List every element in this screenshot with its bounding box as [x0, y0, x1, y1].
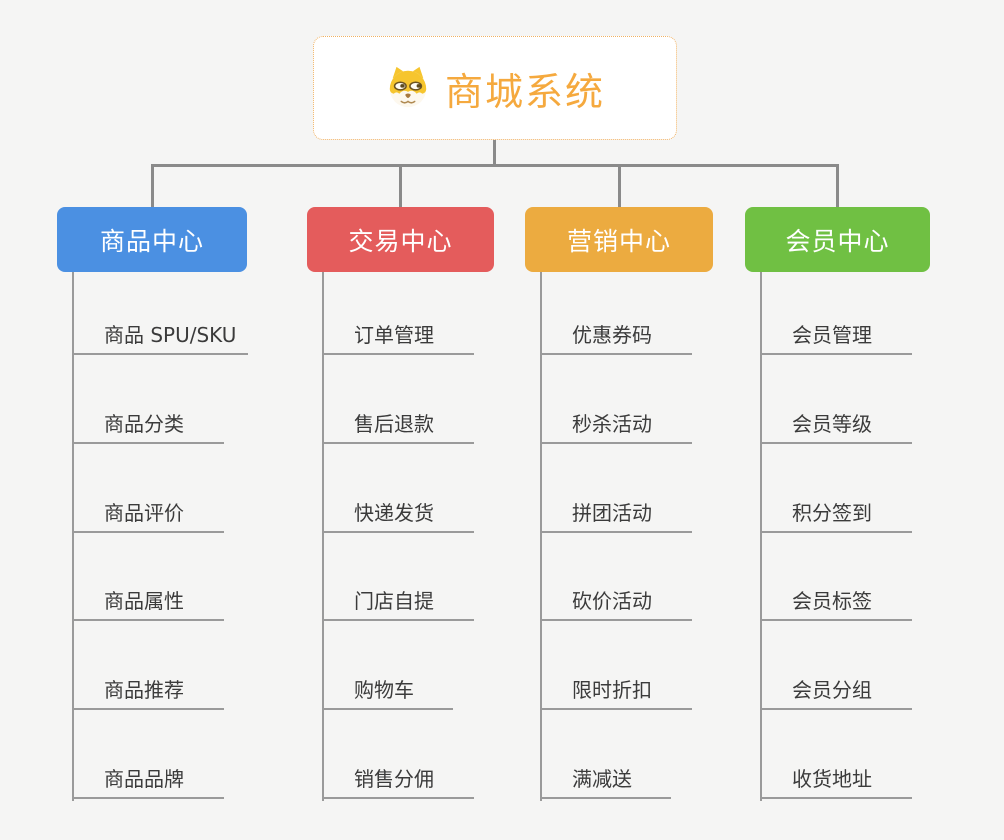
leaf-item[interactable]: 购物车: [322, 674, 453, 711]
branch-label: 商品中心: [99, 226, 204, 256]
leaf-item[interactable]: 快递发货: [322, 497, 474, 533]
root-node[interactable]: 商城系统: [313, 36, 677, 140]
leaf-item[interactable]: 商品品牌: [72, 763, 224, 799]
leaf-item[interactable]: 限时折扣: [540, 674, 692, 711]
branch-label: 会员中心: [785, 226, 890, 256]
leaf-item[interactable]: 商品分类: [72, 408, 224, 444]
leaf-item[interactable]: 商品属性: [72, 585, 224, 622]
leaf-item[interactable]: 秒杀活动: [540, 408, 692, 444]
connector-branch-line-2: [540, 272, 542, 801]
leaf-item[interactable]: 优惠券码: [540, 319, 692, 355]
branch-node-2[interactable]: 营销中心: [525, 207, 713, 272]
connector-branch-line-3: [760, 272, 762, 801]
branch-node-1[interactable]: 交易中心: [307, 207, 494, 272]
connector-root-stem: [493, 140, 496, 164]
leaf-item[interactable]: 订单管理: [322, 319, 474, 355]
leaf-item[interactable]: 门店自提: [322, 585, 474, 622]
connector-branch-line-0: [72, 272, 74, 801]
leaf-item[interactable]: 砍价活动: [540, 585, 692, 622]
leaf-item[interactable]: 商品 SPU/SKU: [72, 319, 248, 355]
dog-face-icon: [389, 66, 427, 108]
connector-drop-3: [836, 164, 839, 207]
leaf-item[interactable]: 会员分组: [760, 674, 912, 711]
connector-drop-0: [150, 164, 154, 207]
leaf-item[interactable]: 会员标签: [760, 585, 912, 622]
branch-node-0[interactable]: 商品中心: [57, 207, 247, 272]
leaf-item[interactable]: 满减送: [540, 763, 671, 799]
connector-drop-2: [617, 164, 621, 207]
leaf-item[interactable]: 积分签到: [760, 497, 912, 533]
connector-bus: [150, 164, 839, 167]
connector-branch-line-1: [322, 272, 324, 801]
branch-label: 交易中心: [348, 226, 453, 256]
leaf-item[interactable]: 拼团活动: [540, 497, 692, 533]
leaf-item[interactable]: 会员管理: [760, 319, 912, 355]
leaf-item[interactable]: 售后退款: [322, 408, 474, 444]
connector-drop-1: [399, 164, 402, 207]
leaf-item[interactable]: 销售分佣: [322, 763, 474, 799]
leaf-item[interactable]: 商品评价: [72, 497, 224, 533]
branch-node-3[interactable]: 会员中心: [745, 207, 930, 272]
root-title: 商城系统: [444, 69, 605, 114]
branch-label: 营销中心: [566, 226, 671, 256]
leaf-item[interactable]: 商品推荐: [72, 674, 224, 711]
leaf-item[interactable]: 会员等级: [760, 408, 912, 444]
leaf-item[interactable]: 收货地址: [760, 763, 912, 799]
